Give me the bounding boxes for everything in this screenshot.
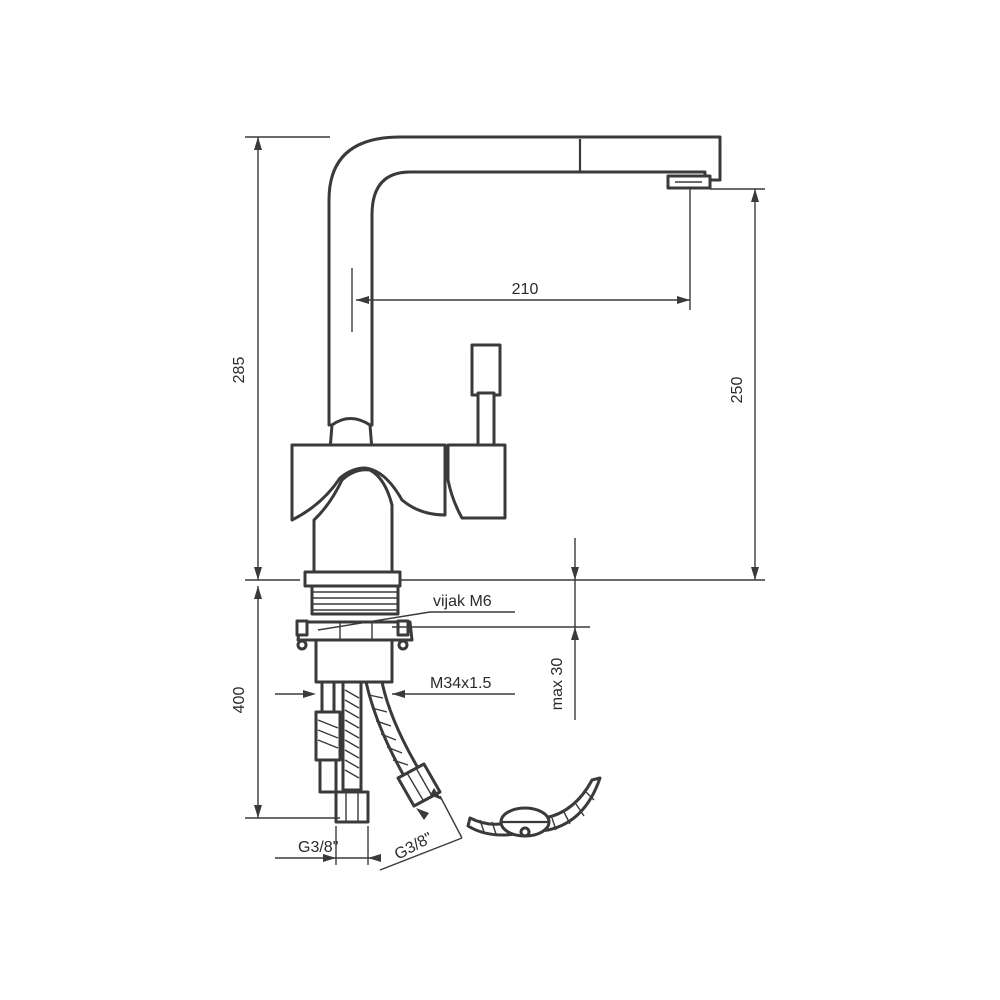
dimension-250-label: 250 <box>729 377 746 404</box>
dimension-max-30-label: max 30 <box>549 658 566 711</box>
dimension-400: 400 <box>231 586 340 819</box>
dimension-285-label: 285 <box>231 357 248 384</box>
callout-m34x1-5: M34x1.5 <box>275 675 515 698</box>
supply-hoses <box>314 680 442 824</box>
dimension-400-label: 400 <box>231 687 248 714</box>
callout-g38-left: G3/8" <box>275 826 381 865</box>
dimension-max-30: max 30 <box>392 538 590 720</box>
callout-g38-left-label: G3/8" <box>298 839 338 856</box>
callout-vijak-m6-label: vijak M6 <box>433 593 492 610</box>
faucet-spout <box>327 135 722 452</box>
pull-out-hose-detail <box>466 776 602 838</box>
dimension-210-label: 210 <box>512 281 539 298</box>
callout-m34x1-5-label: M34x1.5 <box>430 675 491 692</box>
callout-vijak-m6: vijak M6 <box>317 593 515 631</box>
mounting-hardware <box>295 570 414 684</box>
dimension-210: 210 <box>351 188 691 332</box>
faucet-main-body <box>290 443 507 576</box>
faucet-lever <box>470 343 502 447</box>
dimension-250: 250 <box>400 188 765 581</box>
callout-g38-right-label: G3/8" <box>392 830 436 864</box>
dimension-285: 285 <box>231 136 330 581</box>
